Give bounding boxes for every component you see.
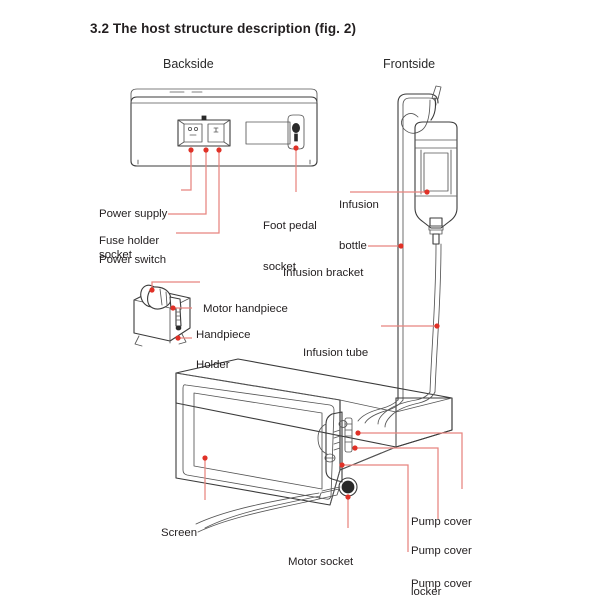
callout-foot-pedal-socket: Foot pedal socket (263, 193, 317, 302)
anchor-power-supply-socket (188, 147, 194, 153)
callout-line: Pump cover (411, 516, 472, 529)
callout-fuse-holder: Fuse holder (99, 208, 159, 276)
anchor-foot-pedal-socket (293, 145, 299, 151)
callout-handpiece: Handpiece (196, 302, 250, 370)
anchor-pump-cover-switch (339, 462, 345, 468)
anchor-pump-cover (355, 430, 361, 436)
anchor-infusion-bracket (398, 243, 404, 249)
anchor-motor-socket (345, 494, 351, 500)
anchor-handpiece (170, 305, 176, 311)
callout-line: Infusion (339, 199, 379, 212)
callout-holder: Holder (196, 332, 230, 400)
callout-line: bottle (339, 239, 367, 252)
infusion-assembly-illustration (397, 85, 458, 401)
callout-line: Power supply (99, 208, 168, 221)
callout-line: socket (263, 260, 296, 273)
backside-unit-illustration (130, 88, 318, 167)
callout-line: Power switch (99, 254, 167, 267)
callout-power-switch: Power switch (99, 227, 166, 295)
anchor-screen (202, 455, 208, 461)
main-console-illustration (175, 358, 453, 533)
callout-line: Motor handpiece (203, 303, 288, 316)
handpiece-holder-illustration (133, 284, 191, 347)
callout-line: Screen (161, 527, 198, 540)
callout-line: Infusion bracket (283, 267, 364, 280)
heading-backside: Backside (163, 57, 214, 71)
callout-line: Handpiece (196, 329, 251, 342)
callout-line: Pump cover (411, 578, 472, 591)
anchor-holder (175, 335, 181, 341)
page-title: 3.2 The host structure description (fig.… (90, 21, 357, 36)
callout-infusion-bottle: Infusion bottle (339, 172, 379, 281)
callout-pump-cover-locker: Pump cover locker (411, 518, 472, 600)
callout-line: Pump cover (411, 545, 472, 558)
callout-line: Fuse holder (99, 235, 160, 248)
callout-power-supply-socket: Power supply socket (99, 181, 167, 290)
callout-motor-socket: Motor socket (288, 529, 353, 597)
callout-infusion-bracket: Infusion bracket (283, 240, 363, 308)
callout-infusion-tube: Infusion tube (303, 320, 368, 388)
leader-lines-group (149, 145, 463, 552)
callout-screen: Screen (161, 500, 197, 568)
callout-line: Holder (196, 359, 230, 372)
callout-line: Motor socket (288, 556, 354, 569)
anchor-fuse-holder (203, 147, 209, 153)
anchor-power-switch (216, 147, 222, 153)
anchor-motor-handpiece (149, 287, 155, 293)
heading-frontside: Frontside (383, 57, 436, 71)
callout-line: socket (99, 248, 132, 261)
anchor-infusion-bottle (424, 189, 430, 195)
callout-line: locker (411, 585, 442, 598)
callout-line: Infusion tube (303, 347, 369, 360)
callout-pump-cover-switch: Pump cover switch (411, 551, 472, 600)
callout-motor-handpiece: Motor handpiece (203, 276, 288, 344)
callout-line: Foot pedal (263, 220, 317, 233)
anchor-infusion-tube (434, 323, 440, 329)
anchor-pump-cover-locker (352, 445, 358, 451)
callout-pump-cover: Pump cover (411, 489, 472, 557)
